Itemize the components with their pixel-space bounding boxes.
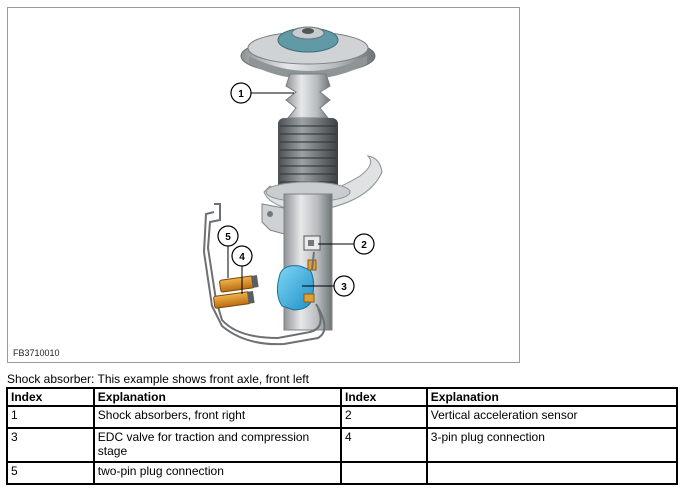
index-cell: 5 xyxy=(6,461,95,485)
header-index-2: Index xyxy=(340,387,428,407)
callout-1-label: 1 xyxy=(238,89,244,100)
callout-3: 3 xyxy=(302,275,355,297)
explanation-cell: EDC valve for traction and compression s… xyxy=(92,427,343,463)
table-row: 5 two-pin plug connection xyxy=(6,461,679,485)
header-explanation-1: Explanation xyxy=(92,387,343,407)
index-cell: 3 xyxy=(6,427,95,463)
explanation-cell: Vertical acceleration sensor xyxy=(425,405,679,429)
header-explanation-2: Explanation xyxy=(425,387,679,407)
callout-1: 1 xyxy=(230,82,294,104)
callout-5: 5 xyxy=(217,225,239,278)
brake-hose-bracket xyxy=(261,203,285,235)
callout-2: 2 xyxy=(318,233,375,255)
two-pin-plug-connector xyxy=(219,275,255,293)
callout-4-label: 4 xyxy=(239,252,245,263)
bump-stop xyxy=(285,73,331,119)
figure-id-label: FB3710010 xyxy=(13,348,60,358)
shock-absorber-figure: 1 2 3 4 5 FB3710010 xyxy=(7,7,520,363)
shock-absorber-illustration: 1 2 3 4 5 xyxy=(202,26,383,346)
explanation-cell: Shock absorbers, front right xyxy=(92,405,343,429)
index-cell: 1 xyxy=(6,405,95,429)
dust-boot xyxy=(278,118,338,190)
explanation-cell: two-pin plug connection xyxy=(92,461,343,485)
callout-5-label: 5 xyxy=(225,232,231,243)
figure-caption: Shock absorber: This example shows front… xyxy=(7,372,309,386)
three-pin-plug-connector xyxy=(213,291,251,309)
index-cell: 4 xyxy=(340,427,428,463)
explanation-cell xyxy=(425,461,679,485)
table-row: 1 Shock absorbers, front right 2 Vertica… xyxy=(6,405,679,429)
callout-4: 4 xyxy=(231,245,253,294)
table-row: 3 EDC valve for traction and compression… xyxy=(6,427,679,463)
edc-valve xyxy=(276,265,315,311)
index-cell: 2 xyxy=(340,405,428,429)
callout-3-label: 3 xyxy=(341,282,347,293)
legend-table: Index Explanation Index Explanation 1 Sh… xyxy=(6,387,679,485)
wiring-harness xyxy=(202,203,326,346)
index-cell xyxy=(340,461,428,485)
header-index-1: Index xyxy=(6,387,95,407)
explanation-cell: 3-pin plug connection xyxy=(425,427,679,463)
legend-table-header-row: Index Explanation Index Explanation xyxy=(6,387,679,407)
callout-2-label: 2 xyxy=(361,240,367,251)
